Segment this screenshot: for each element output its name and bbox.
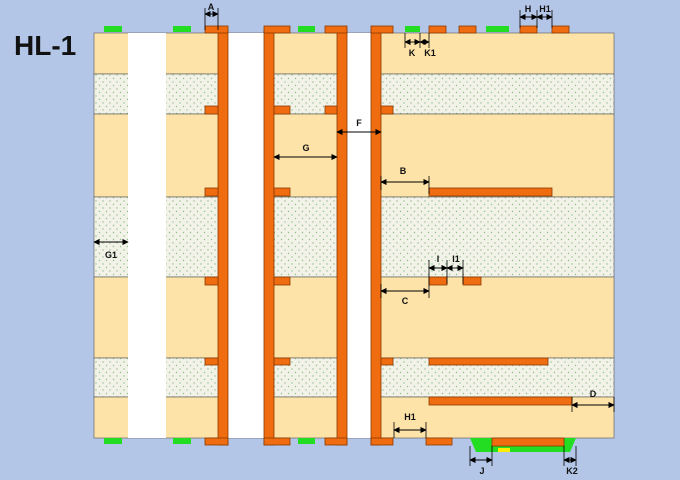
inner-pad-4b [273, 357, 291, 366]
inner-pad-3a [204, 276, 219, 286]
bottom-pad-a [204, 437, 229, 446]
bottom-pad-d [370, 437, 394, 446]
inner-pad-1a [204, 105, 219, 115]
inner-pad-3d [462, 276, 482, 286]
top-pad-h1 [551, 25, 570, 34]
dim-label-h1-top: H1 [539, 4, 551, 14]
via-barrel-1 [217, 29, 229, 446]
dim-label-c: C [402, 296, 409, 306]
diagram-title: HL-1 [14, 30, 77, 61]
inner-pad-3c [428, 276, 448, 286]
dim-label-f: F [356, 118, 362, 128]
inner-trace-4 [428, 357, 549, 366]
top-pad-h [519, 25, 538, 34]
via-barrel-2 [263, 29, 275, 446]
top-pad-k [428, 25, 447, 34]
top-green-pad-3 [298, 26, 315, 32]
inner-pad-1c [324, 105, 338, 115]
dim-label-d: D [590, 389, 597, 399]
copper-pads [204, 25, 573, 446]
dim-label-g: G [302, 143, 309, 153]
dim-label-i: I [437, 254, 440, 264]
bottom-pad-h1 [425, 437, 453, 446]
dim-label-a: A [208, 2, 215, 12]
dimension-labels: A H H1 K K1 F G G1 B I I1 C D H1 J K2 [105, 2, 597, 476]
top-pad-c [324, 25, 348, 34]
dim-label-k2: K2 [566, 466, 578, 476]
top-pad-d [370, 25, 394, 34]
inner-pad-1b [273, 105, 291, 115]
dim-label-b: B [400, 166, 407, 176]
inner-pad-4c [380, 357, 394, 366]
bottom-yellow-finish [498, 448, 510, 452]
top-green-pad-5 [486, 26, 509, 32]
top-pad-a [204, 25, 229, 34]
inner-pad-4a [204, 357, 219, 366]
drill-hole-center [228, 33, 264, 438]
top-pad-e [458, 25, 477, 34]
via-barrel-4 [370, 29, 382, 446]
dim-label-h1-bottom: H1 [404, 412, 416, 422]
bottom-pad-b [263, 437, 291, 446]
inner-trace-5 [428, 396, 573, 406]
bottom-green-pad-2 [173, 438, 191, 444]
via-barrel-3 [336, 29, 348, 446]
bottom-copper-land [491, 437, 565, 447]
dim-label-g1: G1 [105, 250, 117, 260]
dim-label-j: J [479, 466, 484, 476]
dim-label-h: H [525, 4, 532, 14]
bottom-green-pad-3 [298, 438, 315, 444]
top-green-pad-4 [405, 26, 420, 32]
drill-hole-right [347, 33, 371, 438]
inner-pad-2b [273, 187, 291, 197]
dim-label-k: K [409, 48, 416, 58]
bottom-pad-c [324, 437, 348, 446]
inner-trace-2 [428, 187, 553, 197]
drill-hole-left [128, 33, 166, 438]
top-pad-b [263, 25, 291, 34]
drill-holes [128, 33, 371, 438]
top-green-pad-1 [104, 26, 122, 32]
inner-pad-2a [204, 187, 219, 197]
inner-pad-1d [380, 105, 394, 115]
inner-pad-3b [273, 276, 291, 286]
bottom-green-pad-1 [104, 438, 122, 444]
dim-label-k1: K1 [424, 48, 436, 58]
top-green-pad-2 [173, 26, 191, 32]
dimension-arrows [93, 10, 615, 464]
dim-label-i1: I1 [452, 254, 460, 264]
